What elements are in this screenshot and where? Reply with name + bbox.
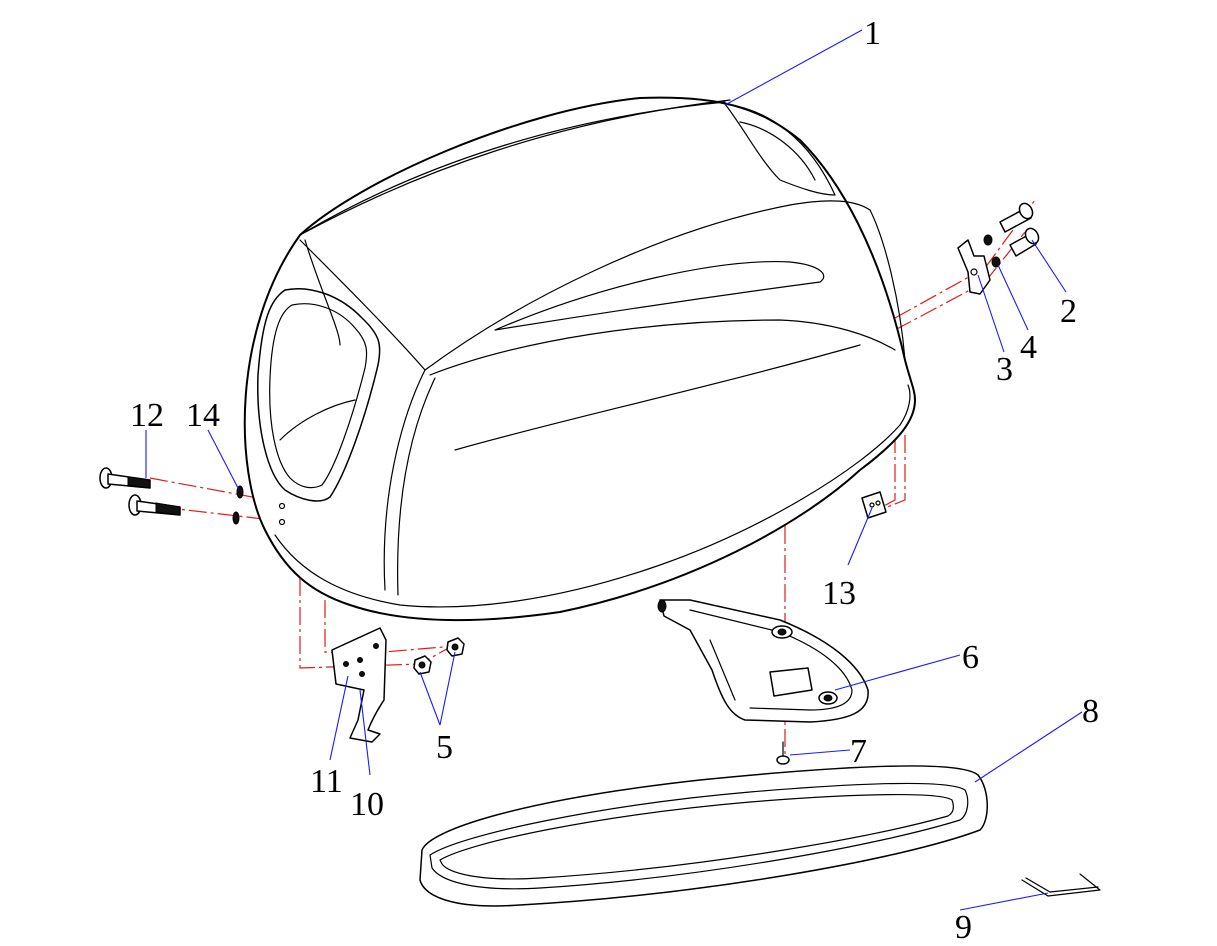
clip-part-9 <box>1021 873 1101 897</box>
callout-10: 10 <box>350 786 384 823</box>
bracket-part-3 <box>957 239 991 295</box>
callout-3: 3 <box>996 351 1013 388</box>
latch-handle-part-6 <box>657 599 869 723</box>
screw-part-7 <box>776 741 790 765</box>
top-cowl-part-1 <box>243 96 916 622</box>
callout-7: 7 <box>850 733 867 770</box>
callout-11: 11 <box>310 763 343 800</box>
callout-4: 4 <box>1020 329 1037 366</box>
callout-2: 2 <box>1060 293 1077 330</box>
callout-8: 8 <box>1082 693 1099 730</box>
callout-9: 9 <box>955 909 972 946</box>
callout-5: 5 <box>436 729 453 766</box>
leader-lines <box>145 29 1083 911</box>
callout-12: 12 <box>130 397 164 434</box>
callout-labels: 1 2 3 4 5 6 7 8 9 10 11 12 13 14 <box>130 15 1099 946</box>
bolts-part-12 <box>99 467 181 516</box>
callout-6: 6 <box>962 639 979 676</box>
callout-1: 1 <box>864 15 881 52</box>
washer-part-4 <box>983 234 1001 268</box>
plate-part-13 <box>861 491 887 519</box>
callout-13: 13 <box>822 575 856 612</box>
seal-gasket-part-8 <box>419 765 988 907</box>
nuts-part-5 <box>413 637 465 675</box>
washers-part-14 <box>232 485 286 526</box>
callout-14: 14 <box>186 397 220 434</box>
bolt-part-2 <box>999 202 1040 257</box>
bracket-part-10-11 <box>331 627 387 743</box>
